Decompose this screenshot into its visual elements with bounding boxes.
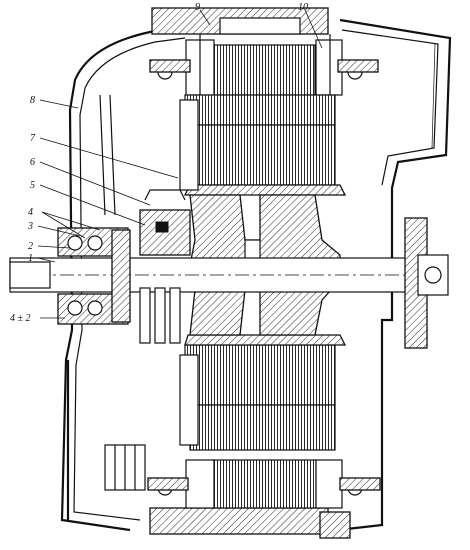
callout-1: 1 <box>28 253 33 264</box>
callout-10: 10 <box>298 2 308 13</box>
stator-bottom <box>147 459 381 539</box>
bearing-left <box>57 227 131 325</box>
callout-4-tolerance: 4 ± 2 <box>10 313 31 324</box>
callout-5: 5 <box>30 180 35 191</box>
callout-6: 6 <box>30 157 35 168</box>
callout-7: 7 <box>30 133 36 144</box>
callout-8: 8 <box>30 95 35 106</box>
leader-lines <box>37 9 323 319</box>
housing-frame <box>60 18 452 532</box>
callout-2: 2 <box>28 241 33 252</box>
rotor-lower <box>179 334 347 451</box>
rotor-upper <box>179 94 347 196</box>
callout-4: 4 <box>28 207 33 218</box>
callout-3: 3 <box>27 221 33 232</box>
slip-rings <box>139 189 191 344</box>
stator-top <box>149 7 379 100</box>
shaft <box>9 217 449 349</box>
terminal-box <box>66 360 146 520</box>
callout-9: 9 <box>195 2 200 13</box>
